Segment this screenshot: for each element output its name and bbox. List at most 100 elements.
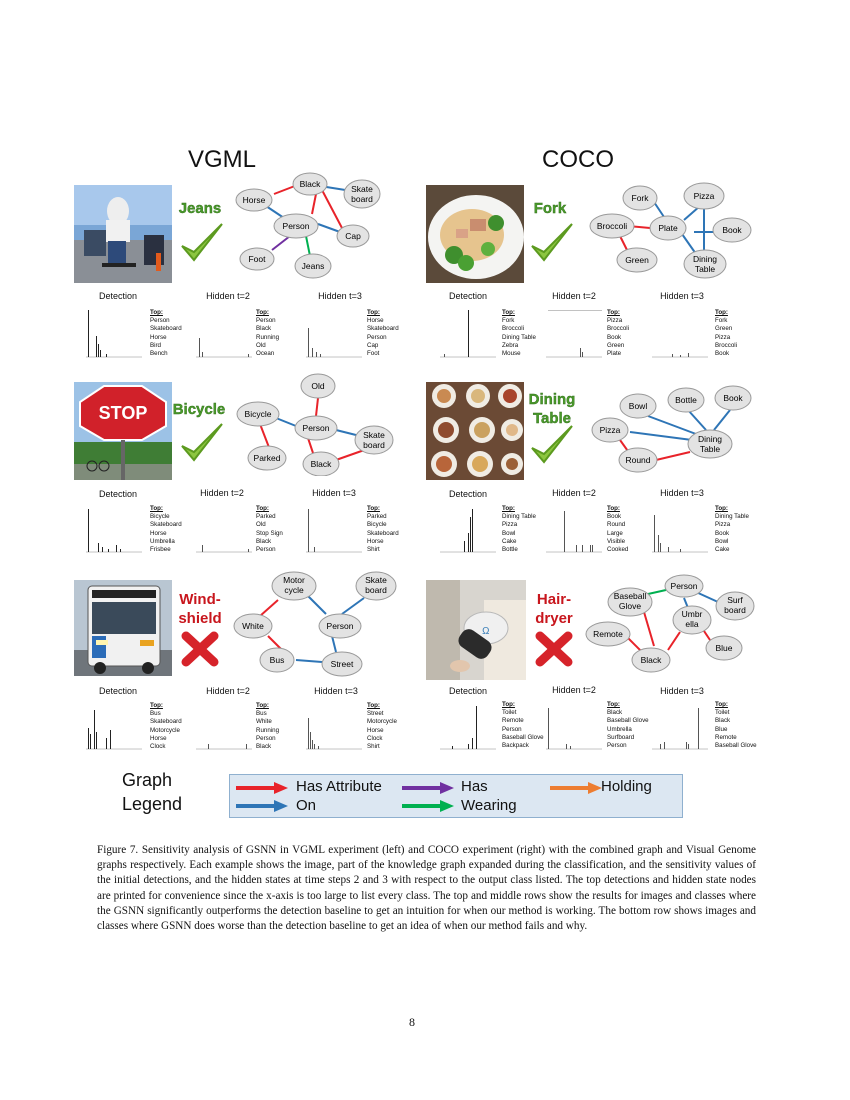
plot-hidden2: [546, 511, 602, 553]
node-pizza: Pizza: [694, 191, 715, 201]
node-cap: Cap: [345, 231, 361, 241]
class-label-jeans: Jeans: [178, 200, 222, 217]
label-hidden3: Hidden t=3: [660, 291, 704, 301]
node-book: Book: [722, 225, 742, 235]
label-hidden2: Hidden t=2: [206, 291, 250, 301]
plot-detection: [86, 310, 142, 358]
legend-box: Has Attribute Has Holding On Wearing: [229, 774, 683, 818]
photo-bus: [74, 580, 172, 676]
arrow-has-icon: [402, 782, 454, 794]
check-mark-icon: [181, 423, 223, 462]
photo-pasta-plate: [426, 185, 524, 283]
legend-has-attribute: Has Attribute: [296, 778, 382, 795]
legend-holding: Holding: [601, 778, 652, 795]
node-bottle: Bottle: [675, 395, 697, 405]
page-number: 8: [409, 1015, 415, 1029]
photo-food-dishes: [426, 382, 524, 480]
graph-fork: Fork Pizza Broccoli Plate Book Green Din…: [589, 182, 752, 279]
node-blue: Blue: [715, 643, 732, 653]
node-fork: Fork: [632, 193, 650, 203]
plot-hidden2: [546, 310, 602, 358]
legend-wearing: Wearing: [461, 797, 517, 814]
check-mark-icon: [181, 223, 223, 262]
plot-hidden3: [306, 509, 362, 553]
figure-caption: Figure 7. Sensitivity analysis of GSNN i…: [97, 844, 756, 933]
label-hidden2: Hidden t=2: [200, 488, 244, 498]
node-bicycle: Bicycle: [245, 409, 272, 419]
class-label-hair-dryer: Hair-dryer: [535, 591, 573, 627]
vgml-title: VGML: [188, 146, 257, 173]
node-bus: Bus: [270, 655, 285, 665]
arrow-has-attribute-icon: [236, 782, 288, 794]
svg-text:STOP: STOP: [99, 403, 148, 423]
photo-stop-sign: STOP: [74, 382, 172, 480]
legend-on: On: [296, 797, 317, 814]
plot-hidden3: [652, 353, 708, 358]
node-person: Person: [283, 221, 310, 231]
node-jeans: Jeans: [302, 261, 325, 271]
node-black: Black: [300, 179, 322, 189]
node-black: Black: [641, 655, 663, 665]
label-detection: Detection: [98, 291, 138, 301]
class-label-bicycle: Bicycle: [172, 401, 226, 418]
label-detection: Detection: [448, 686, 488, 696]
node-pizza: Pizza: [600, 425, 621, 435]
label-hidden2: Hidden t=2: [552, 488, 596, 498]
check-mark-icon: [531, 223, 573, 262]
plot-hidden3: [306, 718, 362, 750]
cross-mark-icon: [181, 631, 219, 667]
plot-hidden3: [652, 515, 708, 553]
label-hidden3: Hidden t=3: [660, 686, 704, 696]
label-detection: Detection: [448, 291, 488, 301]
svg-text:Ω: Ω: [482, 626, 490, 637]
label-hidden2: Hidden t=2: [552, 291, 596, 301]
label-detection: Detection: [98, 686, 138, 696]
label-hidden2: Hidden t=2: [206, 686, 250, 696]
cross-mark-icon: [535, 631, 573, 667]
node-person: Person: [671, 581, 698, 591]
node-book: Book: [723, 393, 743, 403]
label-detection: Detection: [98, 489, 138, 499]
node-white: White: [242, 621, 264, 631]
plot-detection: [440, 310, 496, 358]
plot-detection: [86, 509, 142, 553]
arrow-on-icon: [236, 800, 288, 812]
photo-skateboarder: [74, 185, 172, 283]
plot-hidden2: [196, 744, 252, 750]
node-bowl: Bowl: [629, 401, 648, 411]
node-broccoli: Broccoli: [597, 221, 627, 231]
node-remote: Remote: [593, 629, 623, 639]
node-black: Black: [311, 459, 333, 469]
plot-detection: [440, 509, 496, 553]
check-mark-icon: [531, 425, 573, 464]
photo-hair-dryer: Ω: [426, 580, 526, 680]
arrow-wearing-icon: [402, 800, 454, 812]
node-person: Person: [303, 423, 330, 433]
legend-title: Graph Legend: [122, 770, 183, 814]
class-label-windshield: Wind-shield: [178, 591, 222, 627]
label-detection: Detection: [448, 489, 488, 499]
